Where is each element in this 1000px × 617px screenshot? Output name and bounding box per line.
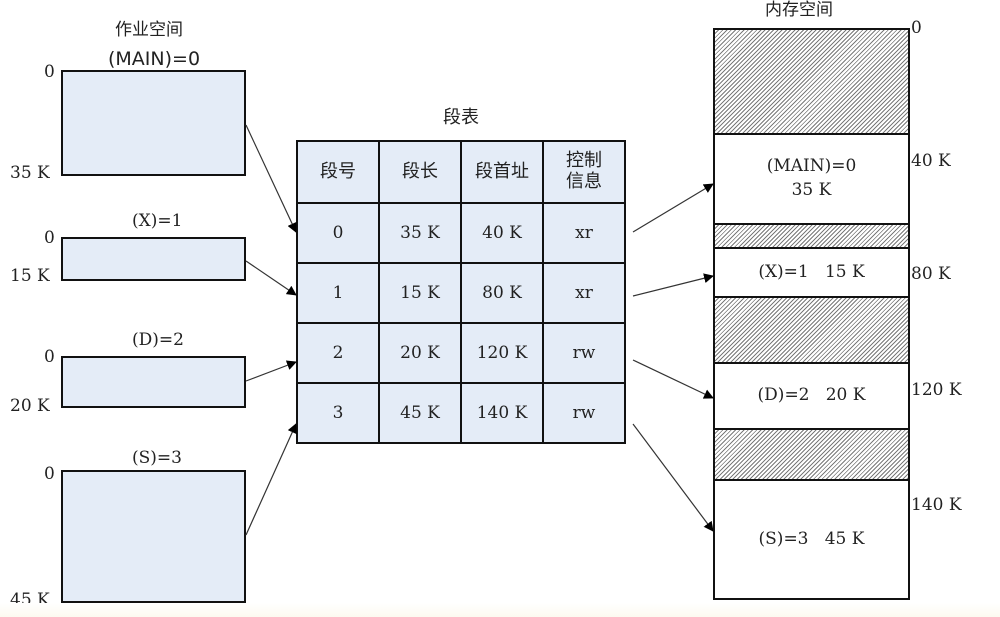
memory-free-block: [713, 28, 910, 133]
arrow-row1-to-memory: [632, 273, 714, 297]
memory-address-80k: 80 K: [911, 264, 951, 284]
segment-d-end: 20 K: [10, 396, 50, 416]
cell-segment-number: 1: [296, 262, 380, 324]
memory-free-block: [713, 223, 910, 247]
segment-s-label: (S)=3: [132, 448, 182, 468]
table-row: 2 20 K 120 K rw: [296, 322, 626, 384]
memory-address-0: 0: [911, 18, 922, 38]
table-row: 1 15 K 80 K xr: [296, 262, 626, 324]
segment-x-start: 0: [44, 228, 55, 248]
segment-s-start: 0: [44, 464, 55, 484]
memory-block-main-label: (MAIN)=0: [766, 156, 857, 177]
segment-x-end: 15 K: [10, 266, 50, 286]
memory-free-block: [713, 428, 910, 479]
header-segment-base: 段首址: [460, 140, 544, 204]
table-row: 0 35 K 40 K xr: [296, 202, 626, 264]
memory-space-title: 内存空间: [765, 0, 833, 20]
arrow-main-to-table: [245, 124, 297, 233]
bottom-strip: [0, 603, 1000, 617]
segment-x-box: [61, 237, 246, 281]
table-row: 3 45 K 140 K rw: [296, 382, 626, 444]
segment-x-label: (X)=1: [132, 211, 183, 231]
memory-block-x: (X)=1 15 K: [713, 247, 910, 296]
arrow-row3-to-memory: [632, 423, 714, 532]
segment-d-label: (D)=2: [132, 330, 184, 350]
memory-block-s-label: (S)=3 45 K: [758, 528, 865, 549]
header-segment-length: 段长: [378, 140, 462, 204]
job-space-title: 作业空间: [115, 20, 183, 40]
segment-main-start: 0: [44, 62, 55, 82]
memory-block-d-label: (D)=2 20 K: [757, 385, 866, 406]
segment-main-label: (MAIN)=0: [108, 48, 201, 70]
arrow-row0-to-memory: [632, 183, 714, 233]
arrow-d-to-table: [245, 360, 297, 382]
cell-segment-length: 35 K: [378, 202, 462, 264]
cell-segment-base: 40 K: [460, 202, 544, 264]
memory-block-main-size: 35 K: [791, 180, 832, 200]
cell-segment-number: 2: [296, 322, 380, 384]
memory-address-40k: 40 K: [911, 151, 951, 171]
memory-block-main: (MAIN)=0 35 K: [713, 133, 910, 223]
segment-table-title: 段表: [443, 107, 479, 128]
cell-control-info: rw: [542, 322, 626, 384]
cell-segment-base: 80 K: [460, 262, 544, 324]
segment-table-header: 段号 段长 段首址 控制 信息: [296, 140, 626, 204]
arrow-x-to-table: [245, 260, 297, 296]
arrow-s-to-table: [245, 423, 297, 536]
cell-segment-length: 20 K: [378, 322, 462, 384]
memory-address-140k: 140 K: [911, 495, 962, 515]
cell-control-info: rw: [542, 382, 626, 444]
memory-block-x-label: (X)=1 15 K: [758, 261, 865, 282]
memory-address-120k: 120 K: [911, 380, 962, 400]
segment-main-end: 35 K: [10, 163, 50, 183]
memory-block-s: (S)=3 45 K: [713, 479, 910, 600]
arrow-row2-to-memory: [632, 359, 714, 399]
segment-main-box: [61, 70, 246, 176]
segment-d-box: [61, 356, 246, 408]
cell-segment-base: 140 K: [460, 382, 544, 444]
cell-segment-length: 15 K: [378, 262, 462, 324]
segment-d-start: 0: [44, 347, 55, 367]
cell-control-info: xr: [542, 202, 626, 264]
cell-segment-base: 120 K: [460, 322, 544, 384]
header-control-info: 控制 信息: [542, 140, 626, 204]
memory-block-d: (D)=2 20 K: [713, 362, 910, 428]
cell-segment-length: 45 K: [378, 382, 462, 444]
segment-table: 段号 段长 段首址 控制 信息 0 35 K 40 K xr 1 15 K 80…: [296, 140, 626, 444]
cell-control-info: xr: [542, 262, 626, 324]
cell-segment-number: 0: [296, 202, 380, 264]
header-segment-number: 段号: [296, 140, 380, 204]
segment-s-box: [61, 470, 246, 603]
cell-segment-number: 3: [296, 382, 380, 444]
memory-free-block: [713, 296, 910, 362]
